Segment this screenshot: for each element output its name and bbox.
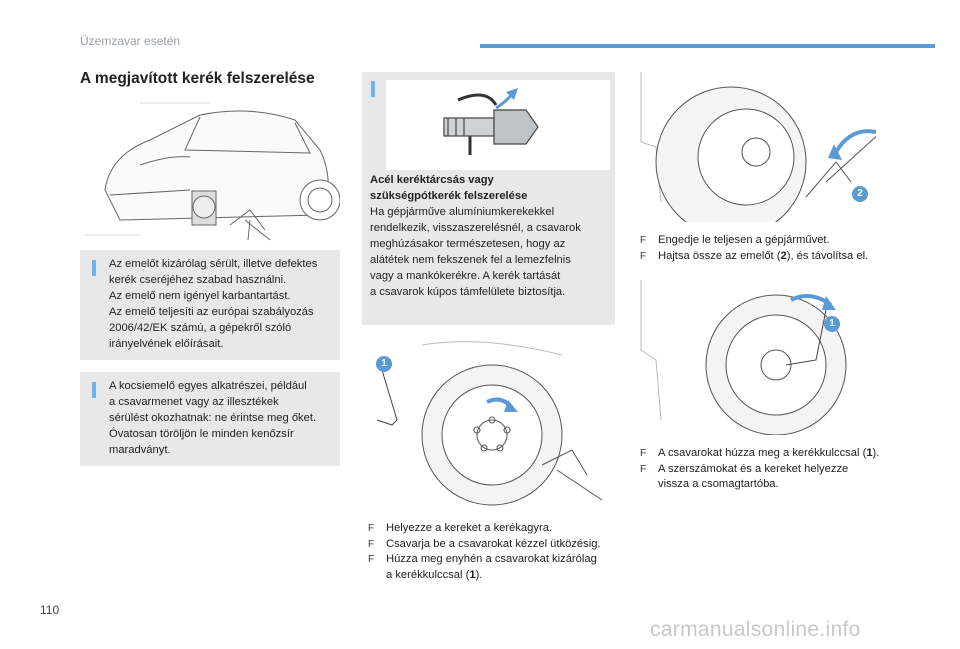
- section-title: Üzemzavar esetén: [80, 34, 181, 48]
- tighten-bolts-illustration: [640, 280, 847, 435]
- info-box-jack-parts: A kocsiemelő egyes alkatrészei, például …: [80, 372, 340, 466]
- info-text: Az emelőt kizárólag sérült, illetve defe…: [109, 258, 318, 350]
- info-box-jack-usage: Az emelőt kizárólag sérült, illetve defe…: [80, 250, 340, 360]
- bolt-illustration: [386, 80, 610, 170]
- step-text: A csavarokat húzza meg a kerékkulccsal (…: [658, 447, 880, 459]
- step-text: Húzza meg enyhén a csavarokat kizárólag …: [386, 553, 597, 581]
- header-accent-bar: [480, 44, 935, 48]
- page-title: A megjavított kerék felszerelése: [80, 70, 315, 87]
- lower-jack-illustration: [640, 72, 876, 222]
- middle-steps-list: Helyezze a kereket a kerékagyra. Csavarj…: [368, 521, 618, 583]
- step-text: Hajtsa össze az emelőt (2), és távolítsa…: [658, 249, 869, 262]
- callout-1-right: 1: [824, 316, 840, 332]
- list-item: Húzza meg enyhén a csavarokat kizárólag …: [368, 552, 618, 583]
- watermark: carmanualsonline.info: [650, 618, 861, 641]
- info-marker: [371, 81, 375, 97]
- list-item: Engedje le teljesen a gépjárművet.: [640, 233, 940, 249]
- callout-2: 2: [852, 186, 868, 202]
- info-marker: [92, 260, 96, 276]
- step-text: A szerszámokat és a kereket helyezze vis…: [658, 462, 849, 491]
- step-text: Engedje le teljesen a gépjárművet.: [658, 234, 830, 246]
- steel-wheel-text: Ha gépjárműve alumíniumkerekekkel rendel…: [370, 206, 581, 298]
- list-item: Hajtsa össze az emelőt (2), és távolítsa…: [640, 249, 940, 265]
- step-text: Csavarja be a csavarokat kézzel ütközési…: [386, 537, 601, 550]
- steel-wheel-info-box: Acél keréktárcsás vagy szükségpótkerék f…: [362, 72, 615, 325]
- page-number: 110: [40, 603, 60, 617]
- list-item: Csavarja be a csavarokat kézzel ütközési…: [368, 537, 618, 553]
- list-item: A csavarokat húzza meg a kerékkulccsal (…: [640, 446, 940, 462]
- info-marker: [92, 382, 96, 398]
- car-jack-illustration: [85, 102, 340, 241]
- right-bottom-steps-list: A csavarokat húzza meg a kerékkulccsal (…: [640, 446, 940, 493]
- step-text: Helyezze a kereket a kerékagyra.: [386, 522, 553, 534]
- callout-1: 1: [376, 356, 392, 372]
- list-item: A szerszámokat és a kereket helyezze vis…: [640, 462, 940, 493]
- info-text: A kocsiemelő egyes alkatrészei, például …: [109, 380, 317, 456]
- wheel-wrench-illustration: [376, 341, 603, 506]
- list-item: Helyezze a kereket a kerékagyra.: [368, 521, 618, 537]
- right-top-steps-list: Engedje le teljesen a gépjárművet. Hajts…: [640, 233, 940, 264]
- steel-wheel-heading: Acél keréktárcsás vagy szükségpótkerék f…: [370, 174, 528, 202]
